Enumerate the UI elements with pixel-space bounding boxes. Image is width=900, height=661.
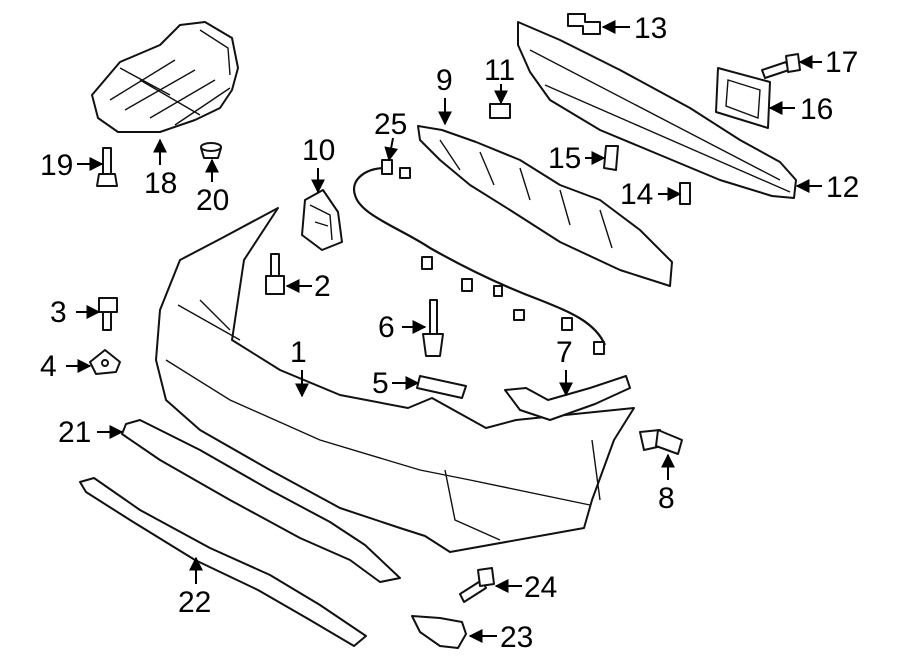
callout-9: 9 <box>436 64 453 97</box>
callout-18: 18 <box>144 167 177 200</box>
callout-12: 12 <box>826 171 859 204</box>
callout-16: 16 <box>800 93 833 126</box>
part-18-under-cover <box>91 21 239 133</box>
part-13-bracket <box>567 13 601 35</box>
part-22-molding <box>79 477 367 647</box>
part-14-clip <box>679 182 691 205</box>
part-10-bracket <box>301 189 343 251</box>
part-16-bracket <box>715 67 771 129</box>
callout-2: 2 <box>314 270 331 303</box>
leader-25 <box>384 137 399 162</box>
part-9-absorber <box>417 125 673 287</box>
part-25-wiring-harness <box>352 159 607 355</box>
part-11-label <box>489 103 511 119</box>
callout-20: 20 <box>196 184 229 217</box>
callout-23: 23 <box>500 621 533 654</box>
callout-21: 21 <box>58 416 91 449</box>
part-19-bolt <box>96 147 118 187</box>
part-5-reflector <box>416 375 467 399</box>
part-24-bolt <box>459 567 495 603</box>
callout-1: 1 <box>290 336 307 369</box>
part-20-clip <box>200 142 222 159</box>
callout-14: 14 <box>620 178 653 211</box>
part-6-pin <box>422 299 444 357</box>
part-3-bolt <box>98 297 118 331</box>
callout-15: 15 <box>548 142 581 175</box>
callout-5: 5 <box>372 367 389 400</box>
part-21-valance <box>121 419 401 583</box>
part-8-bolt <box>639 429 683 455</box>
callout-10: 10 <box>302 134 335 167</box>
callout-8: 8 <box>658 482 675 515</box>
callout-4: 4 <box>40 350 57 383</box>
part-7-trim <box>504 375 631 421</box>
part-4-clip-nut <box>89 349 121 375</box>
callout-19: 19 <box>40 149 73 182</box>
callout-6: 6 <box>378 311 395 344</box>
callout-25: 25 <box>374 108 407 141</box>
part-2-bolt <box>265 253 285 295</box>
part-17-bolt <box>761 53 801 79</box>
callout-22: 22 <box>178 586 211 619</box>
part-15-bracket <box>603 145 619 171</box>
callout-24: 24 <box>524 571 557 604</box>
callout-7: 7 <box>556 336 573 369</box>
callout-11: 11 <box>484 54 515 87</box>
callout-13: 13 <box>634 12 667 45</box>
leader-lines <box>66 20 822 643</box>
callout-17: 17 <box>825 46 858 79</box>
part-23-corner-piece <box>411 615 467 649</box>
part-1-bumper-cover <box>155 207 635 553</box>
callout-3: 3 <box>50 296 67 329</box>
part-12-reinforcement <box>517 21 797 199</box>
callout-labels: 1 2 3 4 5 6 7 8 9 10 11 12 13 14 15 16 1… <box>40 12 859 654</box>
